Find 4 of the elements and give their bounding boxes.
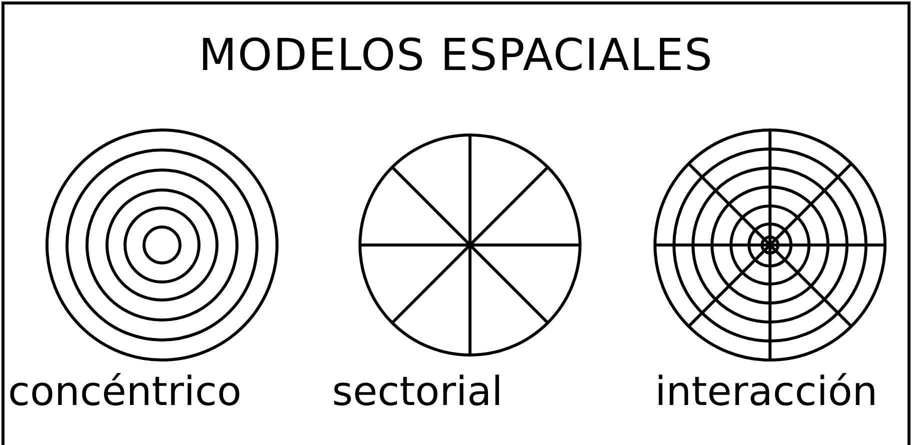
caption-label: interacción [655, 368, 878, 416]
title: MODELOS ESPACIALES [198, 29, 714, 83]
caption-label: concéntrico [8, 368, 242, 416]
caption-label: sectorial [332, 368, 503, 416]
